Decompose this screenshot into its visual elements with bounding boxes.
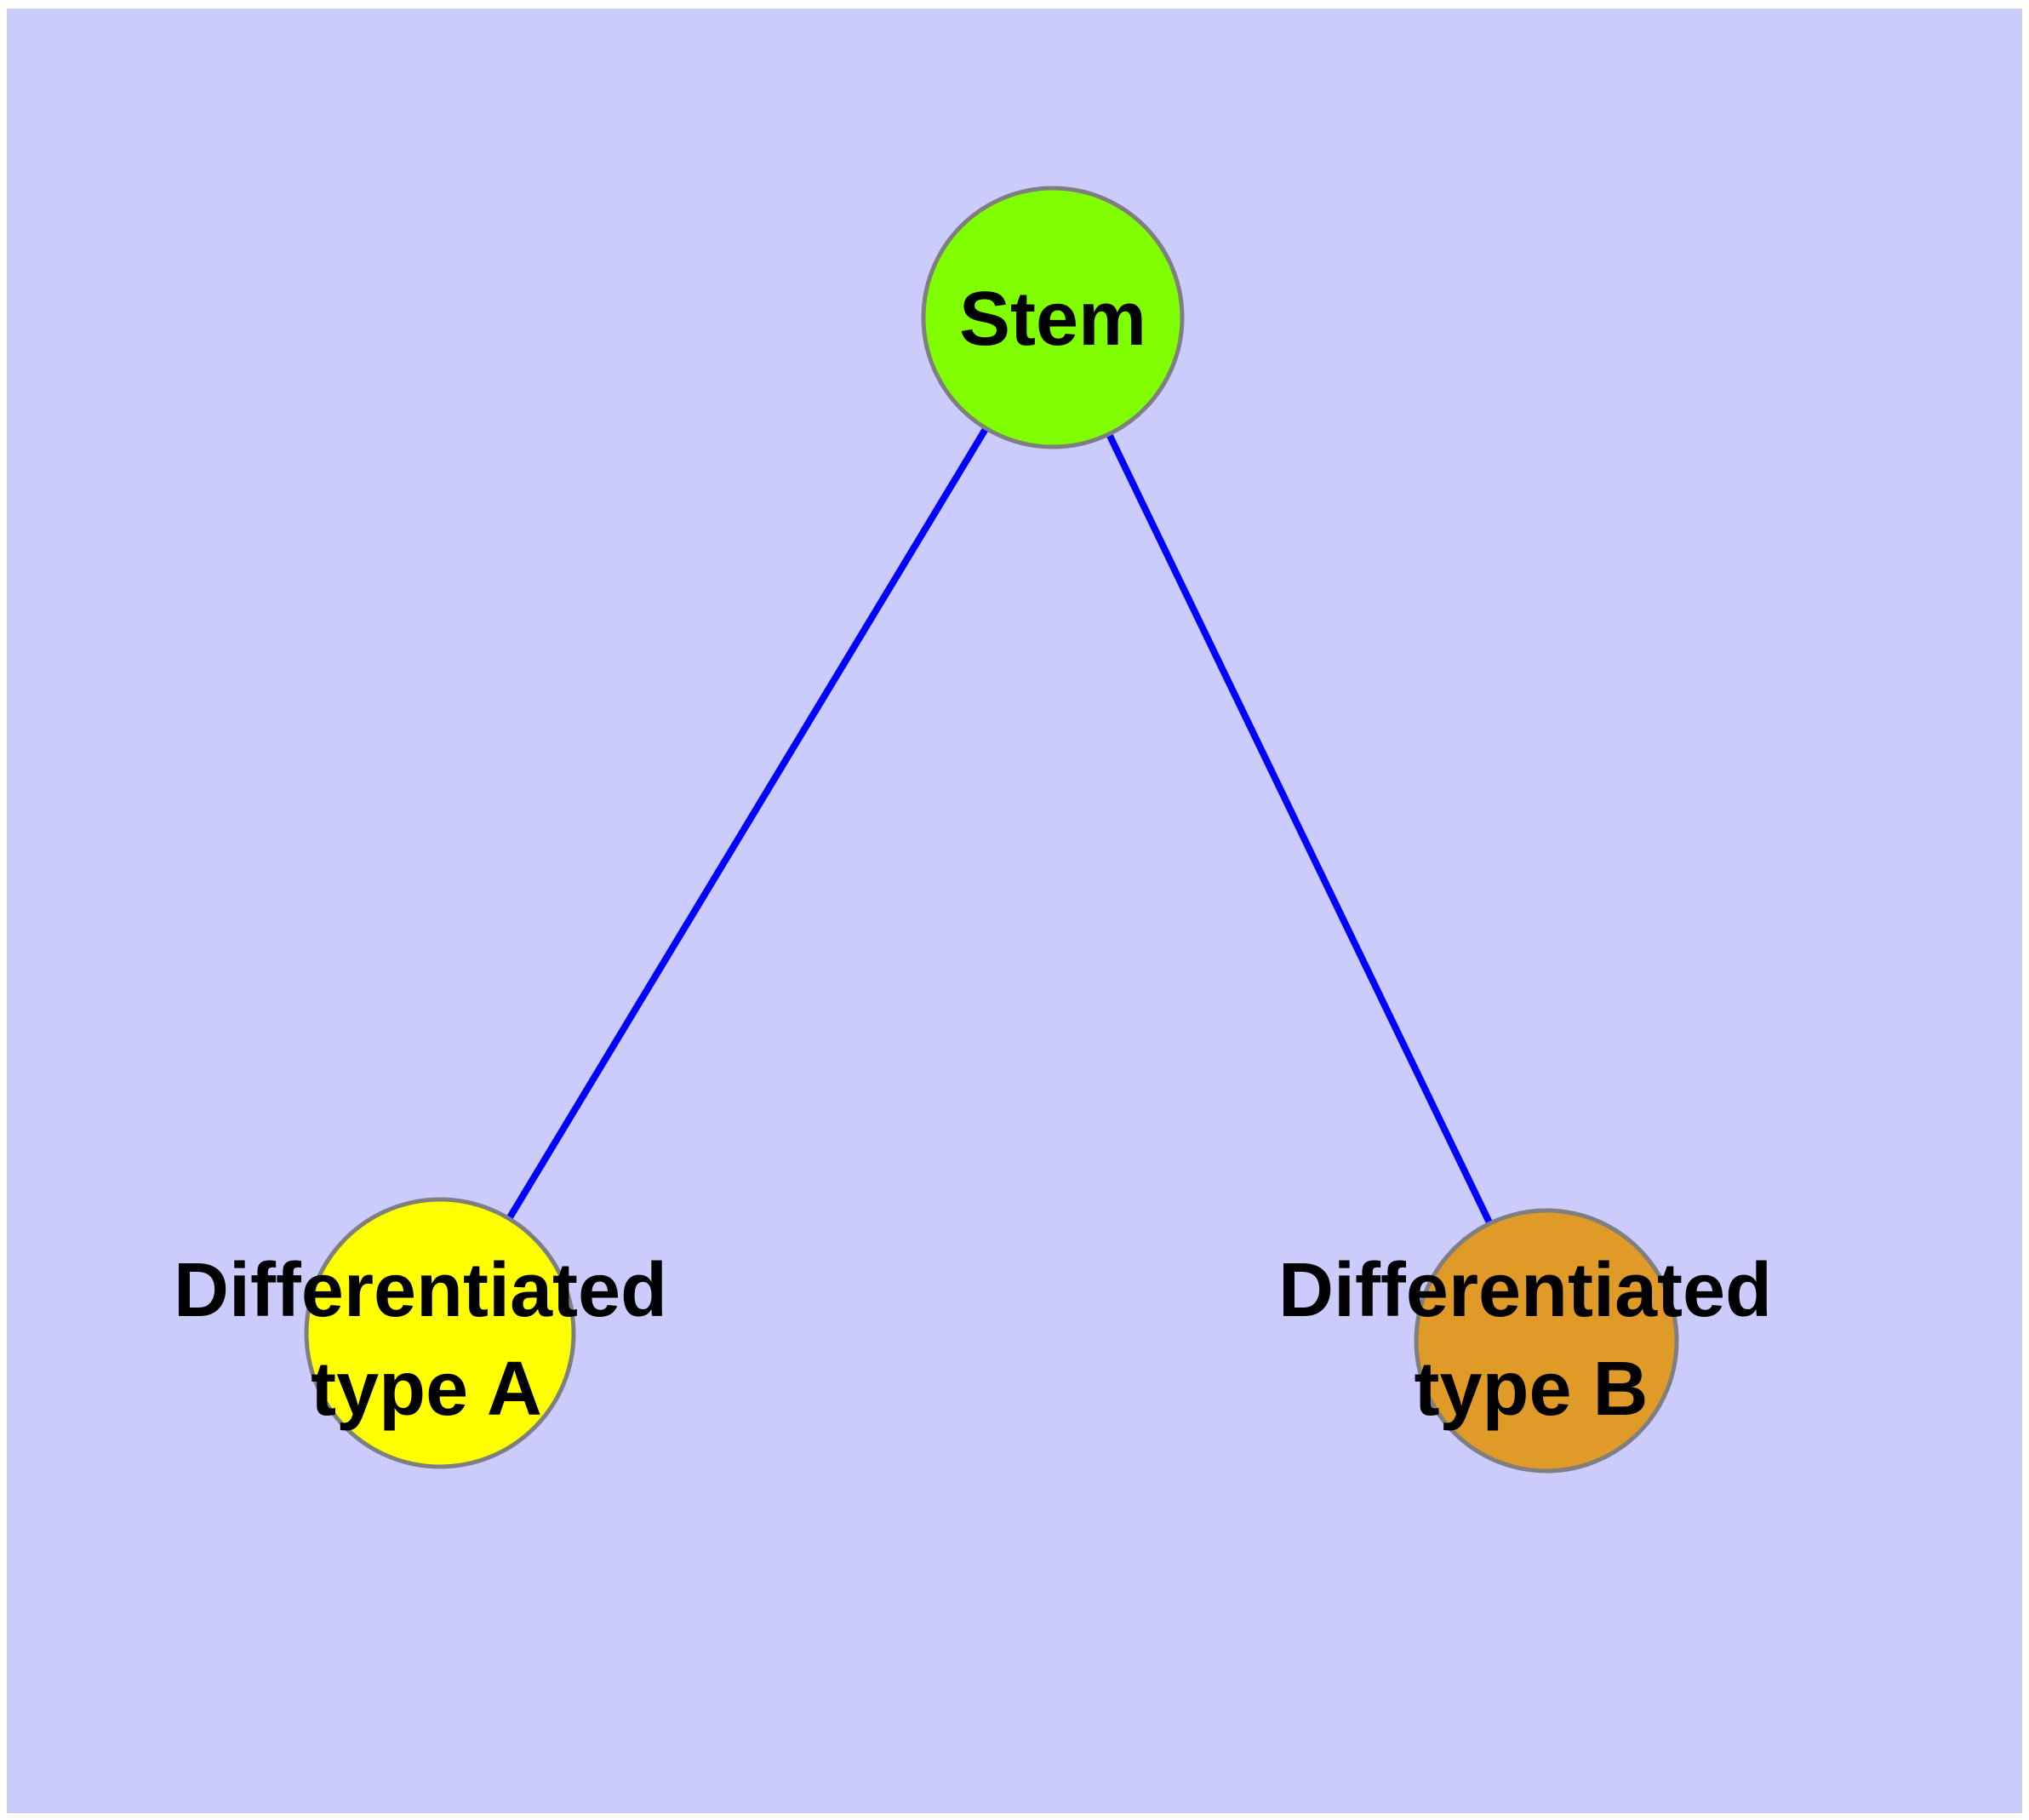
edge-stem-to-differentiated-type-b[interactable] [1102,425,1497,1233]
edges-layer [501,419,1497,1233]
node-differentiated-type-a-label-line-0: Differentiated [174,1248,667,1333]
node-differentiated-type-b-label-line-1: type B [1414,1347,1648,1432]
node-differentiated-type-a-label-line-1: type A [311,1347,542,1432]
node-differentiated-type-b[interactable]: Differentiated type B [1278,1208,1772,1474]
node-stem-circle[interactable] [921,186,1185,449]
nodes-layer: Stem Differentiated type A Differentiate… [174,186,1772,1474]
node-differentiated-type-a[interactable]: Differentiated type A [174,1197,667,1469]
edge-stem-to-differentiated-type-a[interactable] [501,419,994,1228]
node-differentiated-type-b-circle[interactable] [1414,1208,1679,1474]
node-differentiated-type-a-circle[interactable] [304,1197,576,1469]
node-stem[interactable]: Stem [921,186,1185,449]
node-stem-label-line-0: Stem [959,277,1146,362]
node-differentiated-type-b-label-line-0: Differentiated [1278,1248,1772,1333]
